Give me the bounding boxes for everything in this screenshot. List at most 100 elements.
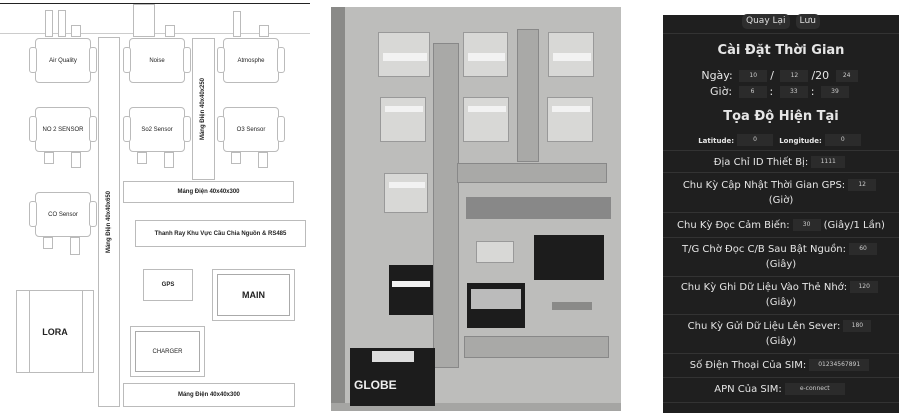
- sensor-pipe: [71, 152, 81, 168]
- sensor-box: [380, 97, 426, 142]
- minute-input[interactable]: 33: [779, 86, 808, 98]
- sensor-pipe: [71, 25, 81, 37]
- lora-label: LORA: [42, 326, 68, 337]
- sensor-interval-input[interactable]: 30: [792, 219, 821, 231]
- gps-interval-input[interactable]: 12: [848, 179, 877, 191]
- sensor-pipe: [70, 237, 80, 255]
- warmup-unit: (Giây): [765, 259, 797, 270]
- module-main: MAIN: [212, 269, 295, 321]
- sensor-box: [547, 97, 593, 142]
- gps-label: GPS: [161, 282, 175, 288]
- tray-label: Máng Điện 40x40x300: [177, 189, 240, 195]
- battery-brand: GLOBE: [354, 378, 397, 392]
- charger-label: CHARGER: [152, 348, 183, 355]
- save-button[interactable]: Lưu: [795, 14, 820, 29]
- year-prefix: /20: [811, 69, 830, 82]
- gps-interval-label: Chu Kỳ Cập Nhật Thời Gian GPS:: [682, 180, 846, 191]
- latitude-label: Latitude:: [698, 137, 735, 145]
- hour-input[interactable]: 6: [738, 86, 767, 98]
- warmup-input[interactable]: 60: [849, 243, 878, 255]
- sensor-no2: NO 2 SENSOR: [29, 107, 97, 152]
- sensor-pipe: [137, 152, 147, 164]
- longitude-input[interactable]: 0: [824, 134, 861, 146]
- sensor-label: Atmosphe: [237, 57, 265, 64]
- sensor-label: O3 Sensor: [236, 126, 266, 133]
- sensor-box: [384, 173, 428, 213]
- module-charger: CHARGER: [130, 326, 205, 377]
- latitude-input[interactable]: 0: [737, 134, 774, 146]
- gps-interval-unit: (Giờ): [768, 195, 794, 206]
- apn-input[interactable]: e-connect: [784, 383, 845, 395]
- sensor-interval-label: Chu Kỳ Đọc Cảm Biến:: [677, 220, 790, 231]
- year-input[interactable]: 24: [835, 70, 858, 82]
- divider: [0, 3, 310, 4]
- coord-title: Tọa Độ Hiện Tại: [723, 109, 839, 124]
- time-separator: :: [769, 85, 774, 98]
- time-title: Cài Đặt Thời Gian: [717, 43, 845, 58]
- panel-layout-diagram: Air Quality Noise Atmosphe NO 2 SENSOR S…: [0, 0, 312, 413]
- rail-area: Thanh Ray Khu Vực Cầu Chia Nguồn & RS485: [135, 220, 306, 247]
- sensor-label: Air Quality: [49, 57, 77, 64]
- sensor-label: CO Sensor: [48, 211, 78, 218]
- sensor-box: [378, 32, 430, 77]
- sensor-label: So2 Sensor: [141, 126, 173, 133]
- back-button[interactable]: Quay Lại: [742, 14, 790, 29]
- module-lora: LORA: [16, 290, 94, 373]
- guide-line: [0, 33, 310, 34]
- sensor-pipe: [43, 237, 53, 249]
- second-input[interactable]: 39: [820, 86, 849, 98]
- sim-phone-input[interactable]: 01234567891: [809, 359, 870, 371]
- sensor-pipe: [231, 152, 241, 164]
- cable-tray-horizontal-top: Máng Điện 40x40x300: [123, 181, 294, 203]
- sensor-pipe: [44, 152, 54, 164]
- sensor-co: CO Sensor: [29, 192, 97, 237]
- send-interval-input[interactable]: 180: [843, 320, 872, 332]
- device-id-label: Địa Chỉ ID Thiết Bị:: [713, 157, 809, 168]
- sd-interval-unit: (Giây): [765, 297, 797, 308]
- module-gps: GPS: [143, 269, 193, 301]
- cable-tray-vertical-250: Máng Điện 40x40x250: [192, 38, 215, 180]
- sensor-noise: Noise: [123, 38, 191, 83]
- sensor-pipe: [45, 10, 53, 37]
- cable-tray-vertical-650: Máng Điện 40x40x650: [98, 37, 120, 407]
- sensor-pipe: [164, 152, 174, 168]
- sensor-label: NO 2 SENSOR: [42, 126, 84, 133]
- date-label: Ngày:: [701, 69, 733, 82]
- sensor-interval-unit: (Giây/1 Lần): [823, 220, 885, 231]
- sd-interval-label: Chu Kỳ Ghi Dữ Liệu Vào Thẻ Nhớ:: [680, 282, 848, 293]
- sensor-pipe: [133, 4, 155, 37]
- month-input[interactable]: 12: [780, 70, 809, 82]
- sensor-pipe: [233, 11, 241, 37]
- send-interval-unit: (Giây): [765, 336, 797, 347]
- sensor-pipe: [259, 25, 269, 37]
- day-input[interactable]: 10: [739, 70, 768, 82]
- tray-label: Máng Điện 40x40x650: [106, 190, 113, 254]
- cable-tray-horizontal-bottom: Máng Điện 40x40x300: [123, 383, 295, 407]
- sd-interval-input[interactable]: 120: [850, 281, 879, 293]
- sim-phone-label: Số Điện Thoại Của SIM:: [689, 360, 807, 371]
- tray-label: Máng Điện 40x40x300: [177, 392, 241, 398]
- sensor-pipe: [258, 152, 268, 168]
- warmup-label: T/G Chờ Đọc C/B Sau Bật Nguồn:: [681, 244, 847, 255]
- sensor-box: [463, 32, 508, 77]
- time-label: Giờ:: [710, 85, 733, 98]
- sensor-air-quality: Air Quality: [29, 38, 97, 83]
- sensor-box: [548, 32, 594, 77]
- longitude-label: Longitude:: [779, 137, 822, 145]
- apn-label: APN Của SIM:: [714, 384, 782, 395]
- sensor-o3: O3 Sensor: [217, 107, 285, 152]
- main-label: MAIN: [242, 290, 265, 300]
- send-interval-label: Chu Kỳ Gửi Dữ Liệu Lên Sever:: [687, 321, 841, 332]
- tray-label: Máng Điện 40x40x250: [200, 77, 207, 141]
- sensor-label: Noise: [149, 57, 165, 64]
- module-box: [476, 241, 514, 263]
- rail-label: Thanh Ray Khu Vực Cầu Chia Nguồn & RS485: [154, 230, 287, 237]
- sensor-so2: So2 Sensor: [123, 107, 191, 152]
- sensor-atmosphere: Atmosphe: [217, 38, 285, 83]
- time-separator: :: [810, 85, 815, 98]
- date-separator: /: [770, 69, 774, 82]
- sensor-pipe: [165, 25, 175, 37]
- device-id-input[interactable]: 1111: [811, 156, 846, 168]
- sensor-box: [463, 97, 509, 142]
